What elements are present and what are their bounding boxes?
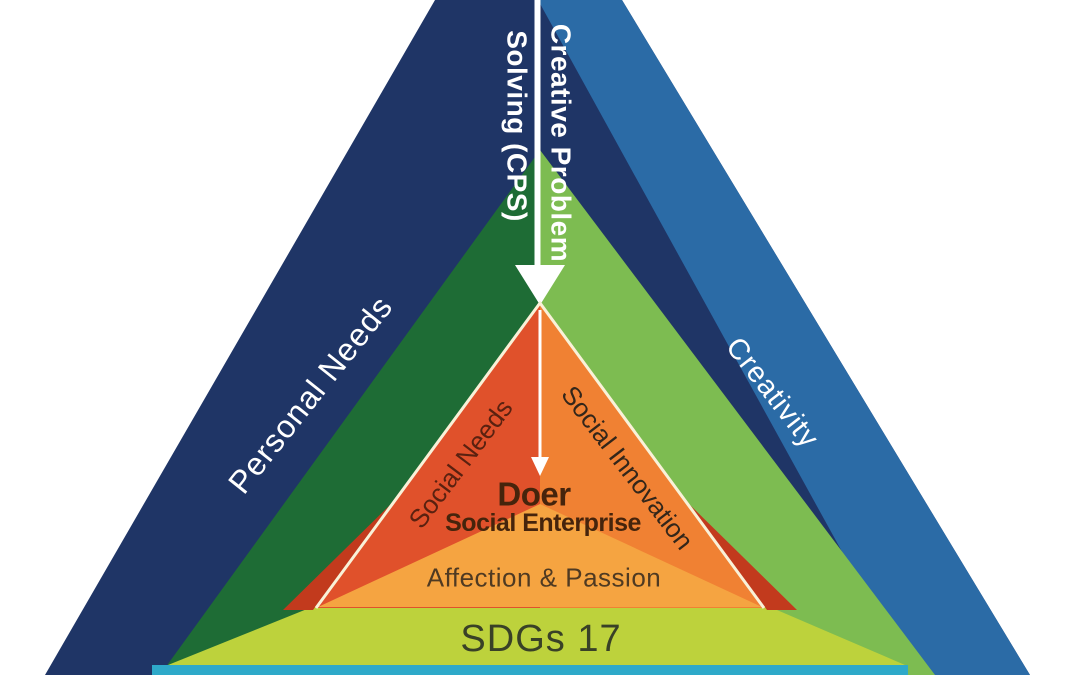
triangle-outline [314, 300, 766, 609]
outer-right-band [538, 0, 1030, 675]
sdg-band [168, 607, 905, 665]
affection-band [318, 504, 762, 607]
cyan-strip [152, 665, 908, 675]
apex-label-line1: Creative Problem [545, 23, 577, 263]
apex-label-line2: Solving (CPS) [501, 30, 533, 222]
cps-arrow-icon [531, 457, 549, 476]
apex-arrow-icon [515, 265, 565, 305]
center-title: Doer [497, 475, 571, 513]
center-divider-line [534, 0, 541, 268]
passion-band-label: Affection & Passion [426, 562, 662, 593]
center-subtitle: Social Enterprise [445, 508, 641, 537]
base-band-label: SDGs 17 [460, 618, 622, 661]
